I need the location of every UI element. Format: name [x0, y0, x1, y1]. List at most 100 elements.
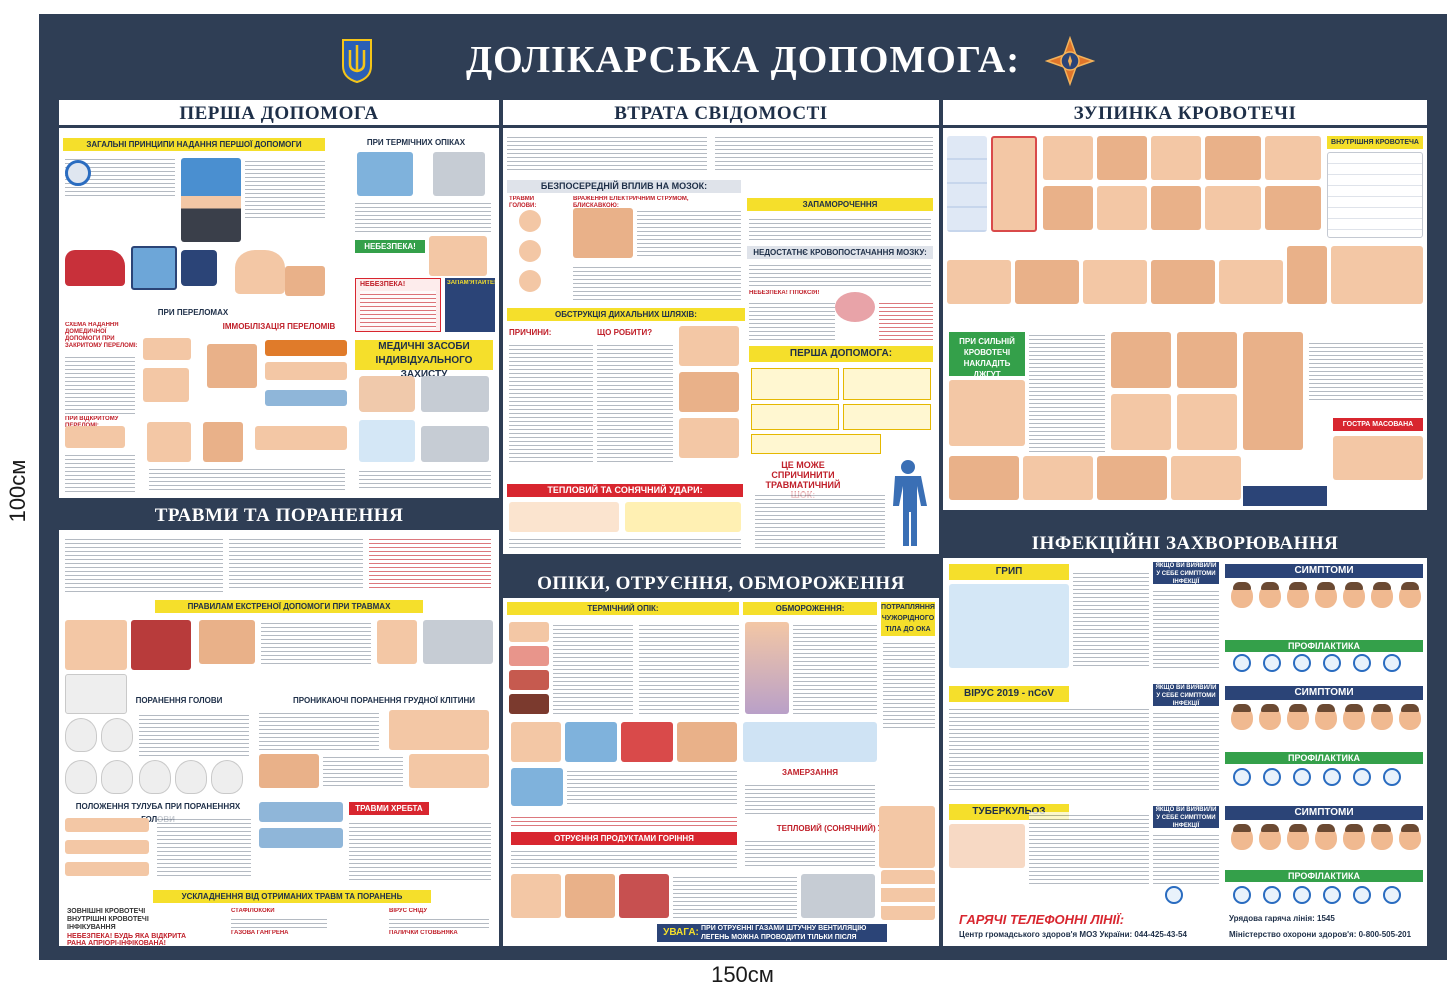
ukraine-trident-icon: [342, 39, 372, 84]
bandage-step-1-illustration: [1111, 332, 1171, 388]
pressure-point-8-illustration: [1151, 186, 1201, 230]
causes-list-text: [749, 300, 835, 340]
pressure-point-6-illustration: [1043, 186, 1093, 230]
stand-header: ДОЛІКАРСЬКА ДОПОМОГА:: [39, 14, 1447, 106]
bandage-step-2-illustration: [1111, 394, 1171, 450]
brain-head-2-illustration: [519, 240, 541, 262]
flu-prevention-icon-5: [1353, 654, 1371, 672]
bandage-step-4-illustration: [1177, 394, 1237, 450]
chest-bandage-illustration: [409, 754, 489, 788]
ipp-bandage-illustration: [359, 420, 415, 462]
recovery-position-3-illustration: [65, 862, 149, 876]
consciousness-title: ВТРАТА СВІДОМОСТІ: [503, 100, 939, 128]
pressure-point-3-illustration: [1151, 136, 1201, 180]
internal-bleeding-bar: ВНУТРІШНЯ КРОВОТЕЧА: [1327, 136, 1423, 149]
foreign-body-eye-bar: ПОТРАПЛЯННЯ ЧУЖОРІДНОГО ТІЛА ДО ОКА: [881, 602, 935, 636]
covid-symptoms-title: СИМПТОМИ: [1225, 686, 1423, 700]
airway-person-1-illustration: [679, 326, 739, 366]
covid-prevention-icon-4: [1323, 768, 1341, 786]
recovery-position-1-illustration: [65, 818, 149, 832]
medical-mask-illustration: [359, 376, 415, 412]
immobilization-heading: ІММОБІЛІЗАЦІЯ ПЕРЕЛОМІВ: [222, 322, 336, 331]
pressure-point-9-illustration: [1205, 186, 1261, 230]
covid-symptom-face-4: [1315, 704, 1337, 730]
step-1-box: [751, 368, 839, 400]
flu-symptoms-title: СИМПТОМИ: [1225, 564, 1423, 578]
spine-patient-1-illustration: [259, 802, 343, 822]
tourniquet-2-illustration: [1015, 260, 1079, 304]
human-body-illustration: [893, 460, 927, 546]
pressure-point-5-illustration: [1265, 136, 1321, 180]
burn-degree-4-illustration: [509, 694, 549, 714]
head-trauma-label: ТРАВМИ ГОЛОВИ:: [509, 196, 537, 209]
covid-actions-text: [1153, 710, 1219, 790]
tourniquet-4-illustration: [1151, 260, 1215, 304]
lying-patient-illustration: [265, 362, 347, 380]
blood-supply-bar: НЕДОСТАТНЄ КРОВОПОСТАЧАННЯ МОЗКУ:: [747, 246, 933, 259]
hypoxia-danger-label: НЕБЕЗПЕКА! ГІПОКСІЯ!: [749, 290, 820, 296]
rescue-steps-text: [245, 158, 325, 218]
covid-prevention-icon-6: [1383, 768, 1401, 786]
airway-causes-label: ПРИЧИНИ:: [509, 328, 552, 337]
height-dimension-label: 100см: [5, 459, 30, 523]
step-3-box: [751, 404, 839, 430]
eye-text: [883, 640, 935, 730]
limb-bandage-3-illustration: [1097, 456, 1167, 500]
consciousness-assess-text: [507, 134, 707, 172]
first-aid-kit-illustration: [131, 246, 177, 290]
caution-text: ПРИ ОТРУЄННІ ГАЗАМИ ШТУЧНУ ВЕНТИЛЯЦІЮ ЛЕ…: [701, 925, 867, 946]
shock-intro-text: [749, 262, 931, 286]
step-5-box: [751, 434, 881, 454]
burns-steps-text: [355, 200, 491, 234]
pressure-point-4-illustration: [1205, 136, 1261, 180]
respirator-kit-illustration: [421, 376, 489, 412]
tetanus-label: ПАЛИЧКИ СТОВБНЯКА: [389, 930, 458, 936]
pressure-point-1-illustration: [1043, 136, 1093, 180]
bandage-warning-bar: [1243, 486, 1327, 506]
sitting-patient-illustration: [259, 754, 319, 788]
hotline-moz: Міністерство охорони здоров'я: 0-800-505…: [1229, 930, 1412, 939]
open-fracture-text: [65, 452, 135, 492]
heat-stroke-illustration: [879, 806, 935, 868]
tb-symptom-face-3: [1287, 824, 1309, 850]
tourniquet-6-illustration: [1287, 246, 1327, 304]
neck-brace-illustration: [147, 422, 191, 462]
pressure-point-10-illustration: [1265, 186, 1321, 230]
flu-label: ГРИП: [949, 564, 1069, 580]
caution-bar: ПРИ ОТРУЄННІ ГАЗАМИ ШТУЧНУ ВЕНТИЛЯЦІЮ ЛЕ…: [657, 924, 887, 946]
spine-text: [349, 820, 491, 882]
covid-text: [949, 706, 1149, 790]
burn-step-4-illustration: [677, 722, 737, 762]
frostbite-text: [793, 622, 877, 714]
airway-what-to-do-label: ЩО РОБИТИ?: [597, 328, 653, 337]
tb-text: [1029, 812, 1149, 886]
flu-symptom-face-4: [1315, 582, 1337, 608]
injuries-intro-text: [65, 536, 223, 594]
limb-bandage-1-illustration: [949, 456, 1019, 500]
chest-wounds-text: [259, 710, 379, 750]
danger-note-green: НЕБЕЗПЕКА!: [355, 240, 425, 253]
tb-actions-text: [1153, 832, 1219, 886]
tourniquet-banner: ПРИ СИЛЬНІЙ КРОВОТЕЧІ НАКЛАДІТЬ ДЖГУТ: [949, 332, 1025, 379]
heatstroke-bar: ТЕПЛОВИЙ ТА СОНЯЧНИЙ УДАРИ:: [507, 484, 743, 497]
injuries-title: ТРАВМИ ТА ПОРАНЕННЯ: [59, 502, 499, 530]
tb-prevention-icon-4: [1293, 886, 1311, 904]
head-bandage-4-illustration: [101, 760, 133, 794]
flu-symptom-face-7: [1399, 582, 1421, 608]
gangrene-label: ГАЗОВА ГАНГРЕНА: [231, 930, 289, 936]
covid-prevention-icon-1: [1233, 768, 1251, 786]
stand-title: ДОЛІКАРСЬКА ДОПОМОГА:: [465, 39, 1021, 81]
electric-shock-text: [637, 208, 741, 258]
bleeding-panel: ЗУПИНКА КРОВОТЕЧІ ВНУТРІШНЯ КРОВОТЕЧА ПР…: [943, 100, 1427, 510]
rescuer-illustration: [181, 158, 241, 242]
head-wounds-heading: ПОРАНЕННЯ ГОЛОВИ: [135, 696, 223, 705]
flu-prevention-icon-2: [1263, 654, 1281, 672]
spine-injuries-heading: ТРАВМИ ХРЕБТА: [349, 802, 429, 815]
burn-degree-1-illustration: [509, 622, 549, 642]
gas-warning-text: [511, 814, 737, 828]
tb-if-symptoms: ЯКЩО ВИ ВИЯВИЛИ У СЕБЕ СИМПТОМИ ІНФЕКЦІЇ: [1153, 806, 1219, 829]
electric-shock-illustration: [573, 208, 633, 258]
burn-step-3-illustration: [621, 722, 673, 762]
head-bandage-1-illustration: [65, 718, 97, 752]
burns-panel: ОПІКИ, ОТРУЄННЯ, ОБМОРОЖЕННЯ ТЕРМІЧНИЙ О…: [503, 570, 939, 946]
